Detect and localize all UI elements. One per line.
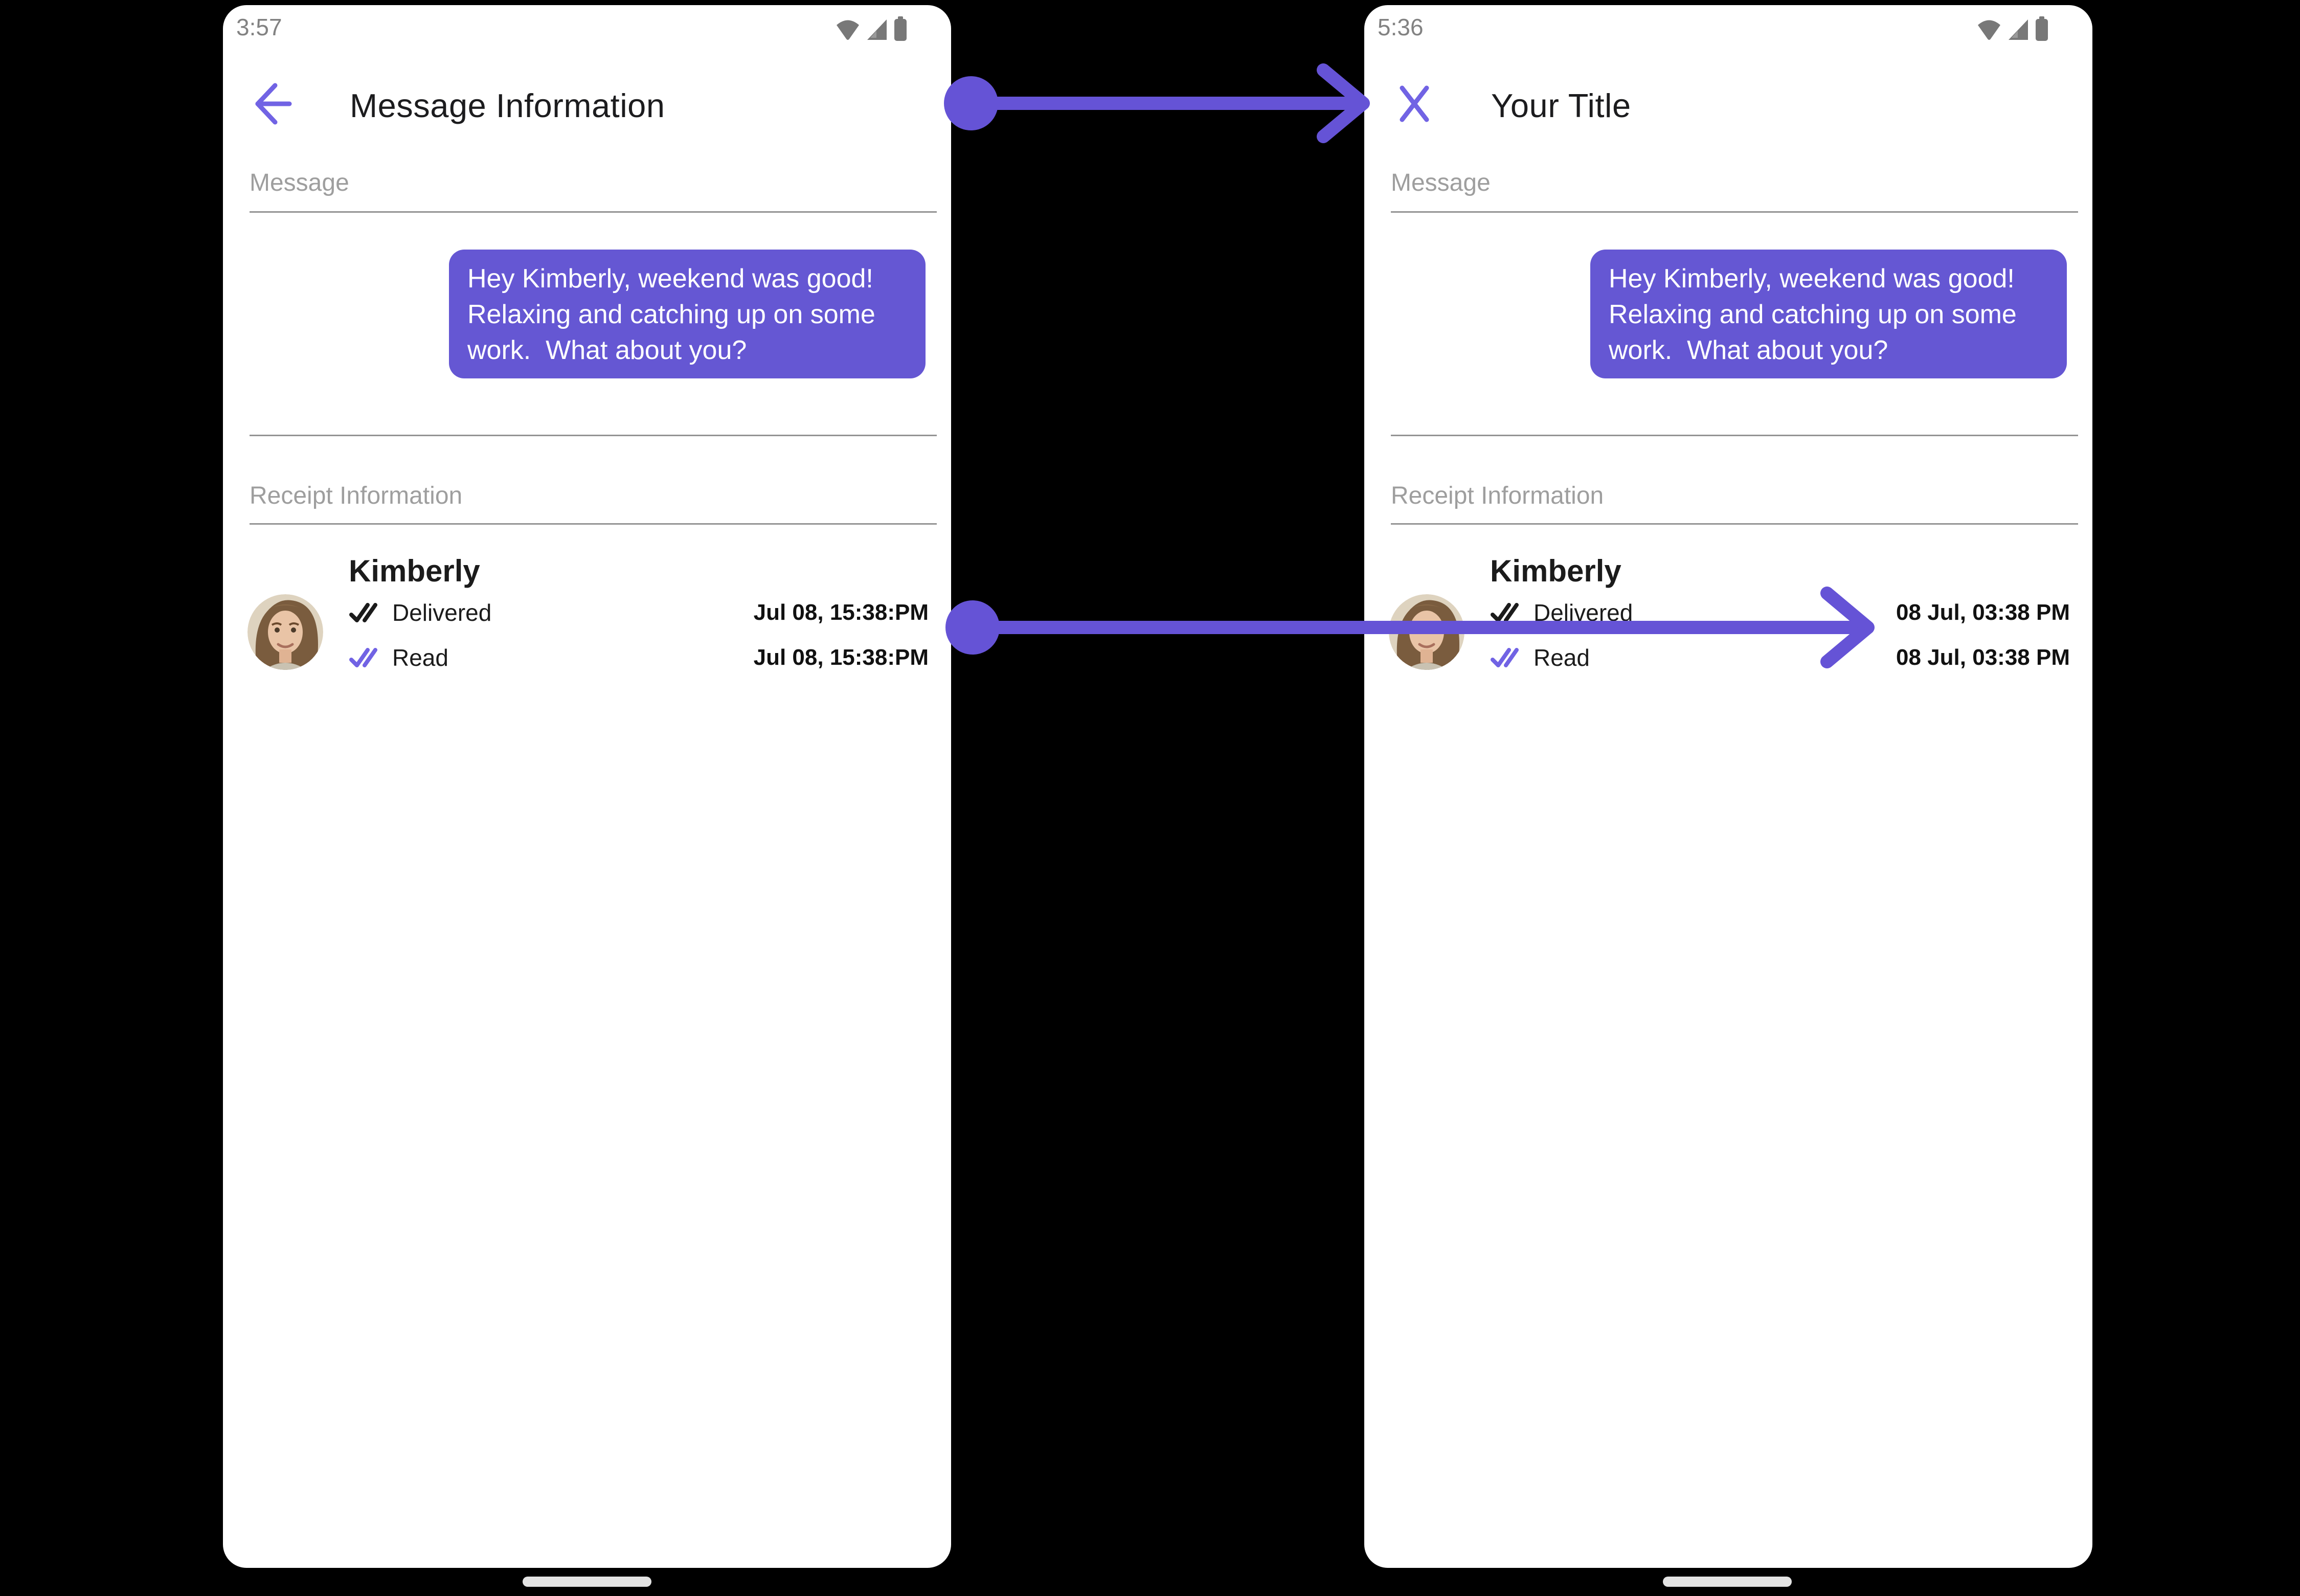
cellular-signal-icon — [2008, 18, 2029, 41]
divider — [250, 523, 937, 525]
wifi-icon — [1977, 18, 2001, 41]
title-customization-arrow — [944, 63, 1370, 143]
read-double-check-icon — [349, 647, 378, 670]
receipt-timestamp: Jul 08, 15:38:PM — [753, 645, 929, 670]
receipt-row-read: Read Jul 08, 15:38:PM — [223, 643, 951, 672]
message-section-label: Message — [250, 169, 349, 196]
phone-screen-right: 5:36 Your Title Messa — [1364, 5, 2092, 1568]
back-button[interactable] — [252, 81, 295, 128]
message-section-label: Message — [1391, 169, 1491, 196]
status-bar-icons — [836, 16, 907, 41]
contact-name: Kimberly — [349, 554, 480, 588]
receipt-status-label: Delivered — [1534, 599, 1633, 626]
divider — [250, 435, 937, 436]
avatar — [247, 594, 323, 670]
close-icon — [1398, 84, 1431, 125]
contact-name: Kimberly — [1490, 554, 1621, 588]
close-button[interactable] — [1393, 81, 1436, 128]
page-title: Message Information — [350, 86, 665, 124]
cellular-signal-icon — [866, 18, 888, 41]
read-double-check-icon — [1491, 647, 1519, 670]
divider — [1391, 523, 2078, 525]
status-bar-time: 5:36 — [1378, 14, 1424, 40]
wifi-icon — [836, 18, 860, 41]
status-bar-icons — [1977, 16, 2048, 41]
receipt-timestamp: 08 Jul, 03:38 PM — [1896, 600, 2070, 625]
receipt-status-label: Delivered — [392, 599, 492, 626]
delivered-double-check-icon — [349, 602, 378, 625]
receipt-section-label: Receipt Information — [1391, 482, 1604, 509]
receipt-row-delivered: Delivered 08 Jul, 03:38 PM — [1364, 598, 2092, 627]
battery-icon — [894, 16, 907, 41]
back-arrow-icon — [254, 81, 292, 128]
receipt-section-label: Receipt Information — [250, 482, 463, 509]
home-indicator[interactable] — [523, 1577, 651, 1587]
home-indicator[interactable] — [1663, 1577, 1792, 1587]
battery-icon — [2035, 16, 2048, 41]
receipt-timestamp: 08 Jul, 03:38 PM — [1896, 645, 2070, 670]
receipt-timestamp: Jul 08, 15:38:PM — [753, 600, 929, 625]
receipt-row-read: Read 08 Jul, 03:38 PM — [1364, 643, 2092, 672]
divider — [1391, 211, 2078, 213]
status-bar-time: 3:57 — [236, 14, 282, 40]
divider — [250, 211, 937, 213]
delivered-double-check-icon — [1491, 602, 1519, 625]
receipt-status-label: Read — [1534, 644, 1590, 671]
message-bubble: Hey Kimberly, weekend was good! Relaxing… — [449, 250, 926, 378]
divider — [1391, 435, 2078, 436]
message-bubble: Hey Kimberly, weekend was good! Relaxing… — [1590, 250, 2067, 378]
receipt-status-label: Read — [392, 644, 448, 671]
phone-screen-left: 3:57 Message — [223, 5, 951, 1568]
page-title: Your Title — [1491, 86, 1631, 124]
receipt-row-delivered: Delivered Jul 08, 15:38:PM — [223, 598, 951, 627]
